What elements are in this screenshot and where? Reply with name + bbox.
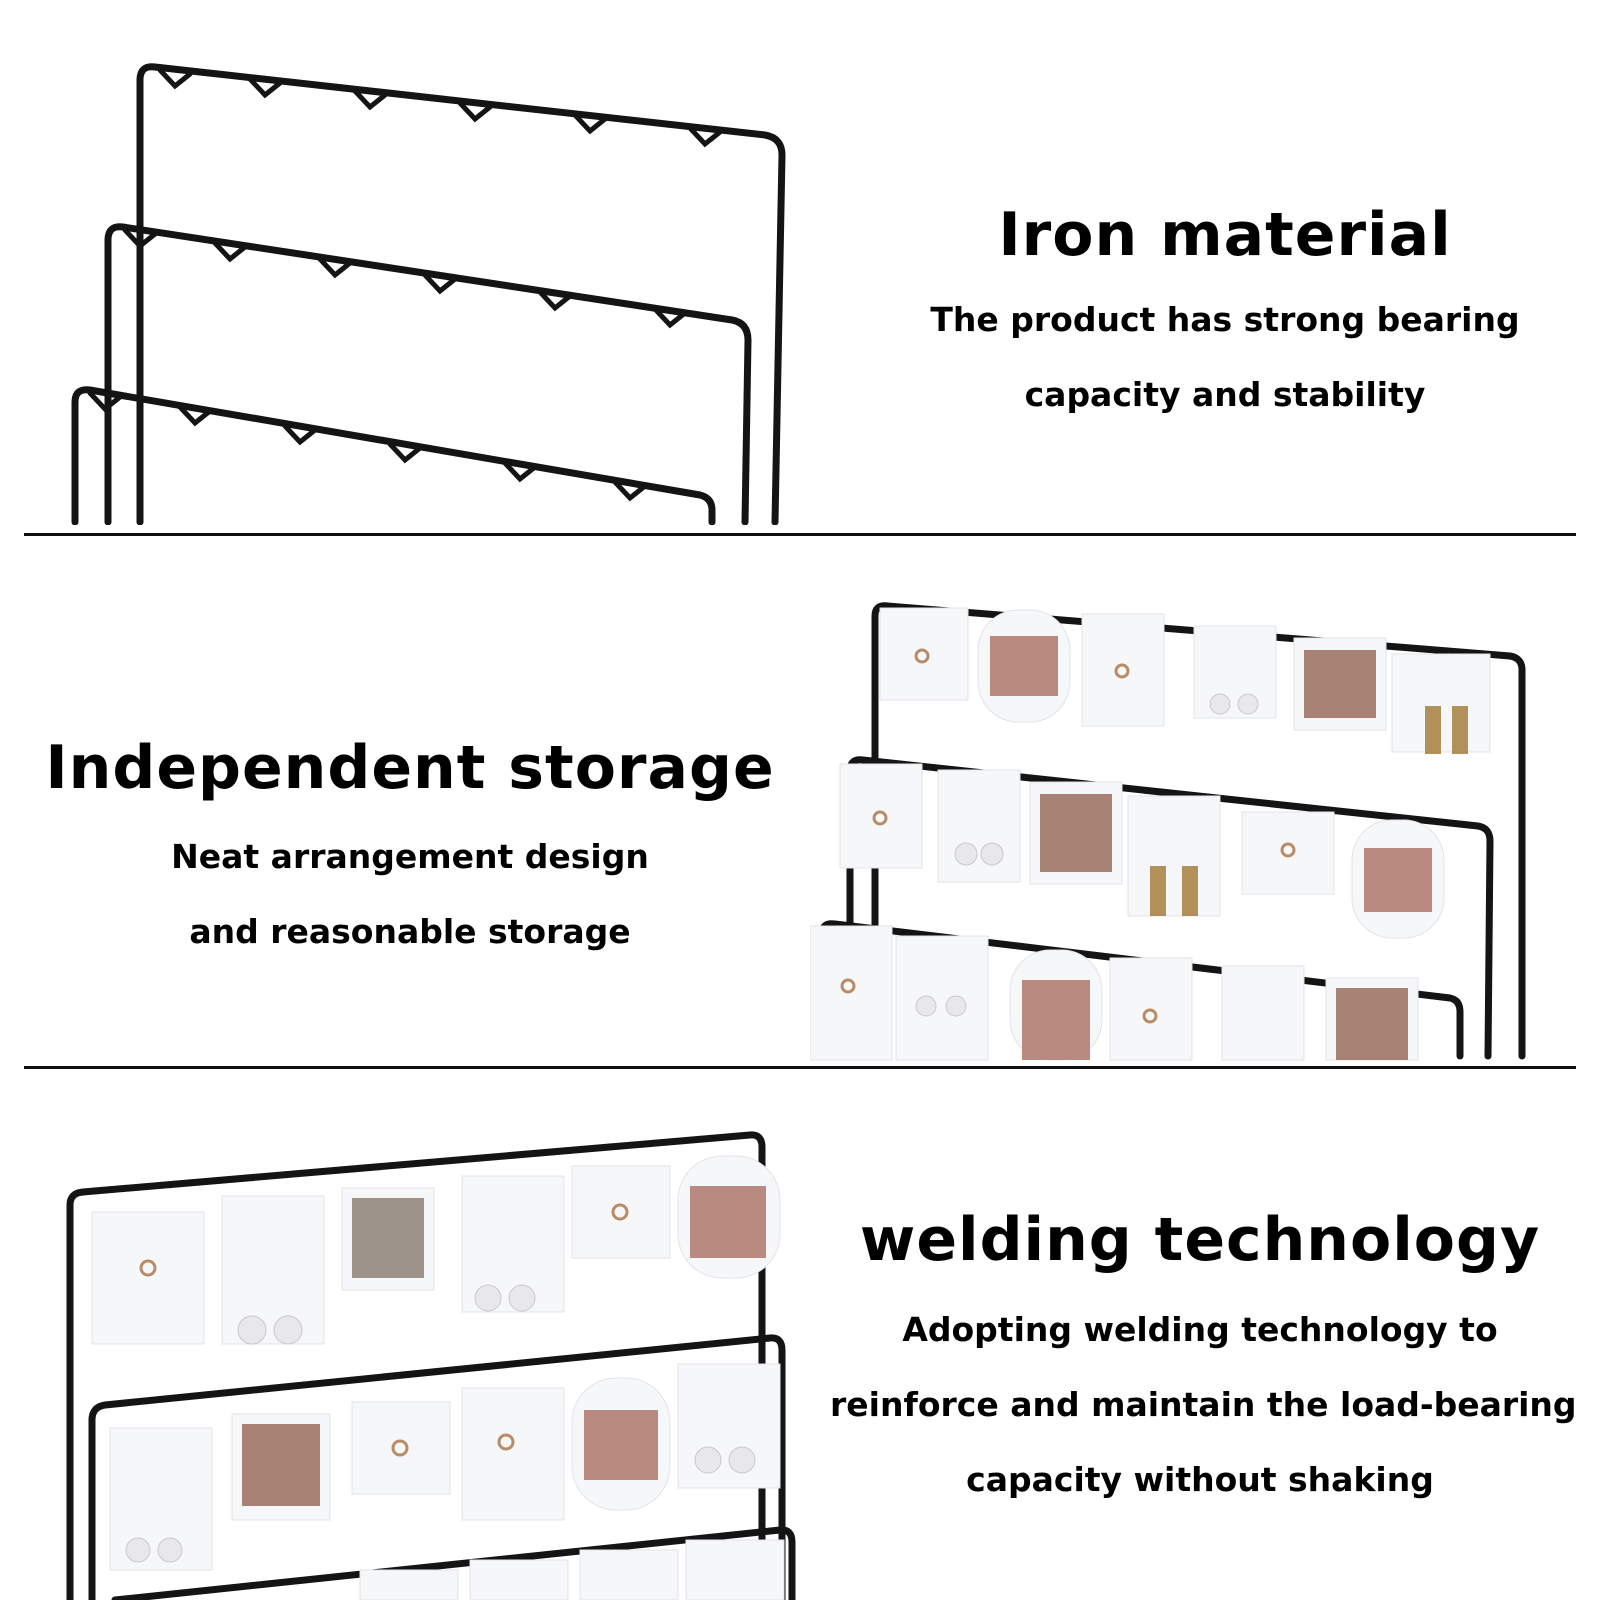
description-line: reinforce and maintain the load-bearing [830, 1385, 1577, 1424]
description-line: capacity and stability [1024, 375, 1426, 414]
cards-row-1 [91, 1155, 781, 1345]
hooks-middle [122, 227, 688, 329]
hooks-back [157, 67, 723, 148]
filled-rack-image [810, 602, 1526, 1061]
cards-row-3 [359, 1539, 785, 1600]
cards-row-2 [109, 1363, 781, 1571]
cards-tier-2 [839, 763, 1445, 939]
section-welding-technology: welding technology Adopting welding tech… [0, 1070, 1600, 1600]
section-description: Neat arrangement design and reasonable s… [40, 819, 780, 969]
description-line: capacity without shaking [966, 1460, 1434, 1499]
section-description: Adopting welding technology to reinforce… [830, 1292, 1577, 1517]
cards-tier-1 [879, 607, 1491, 754]
description-line: The product has strong bearing [930, 300, 1520, 339]
section-description: The product has strong bearing capacity … [900, 282, 1550, 432]
hooks-front [87, 390, 648, 502]
description-line: and reasonable storage [189, 912, 631, 951]
description-line: Adopting welding technology to [902, 1310, 1498, 1349]
section-independent-storage: Independent storage Neat arrangement des… [0, 536, 1600, 1066]
cards-tier-3 [810, 925, 1419, 1061]
section-title: welding technology [859, 1205, 1541, 1275]
divider [24, 533, 1576, 536]
description-line: Neat arrangement design [171, 837, 649, 876]
section-title: Independent storage [45, 733, 775, 803]
section-title: Iron material [998, 200, 1452, 270]
empty-rack-image [71, 63, 786, 525]
divider [24, 1066, 1576, 1069]
rack-closeup-image [66, 1131, 796, 1600]
section-iron-material: Iron material The product has strong bea… [0, 0, 1600, 530]
